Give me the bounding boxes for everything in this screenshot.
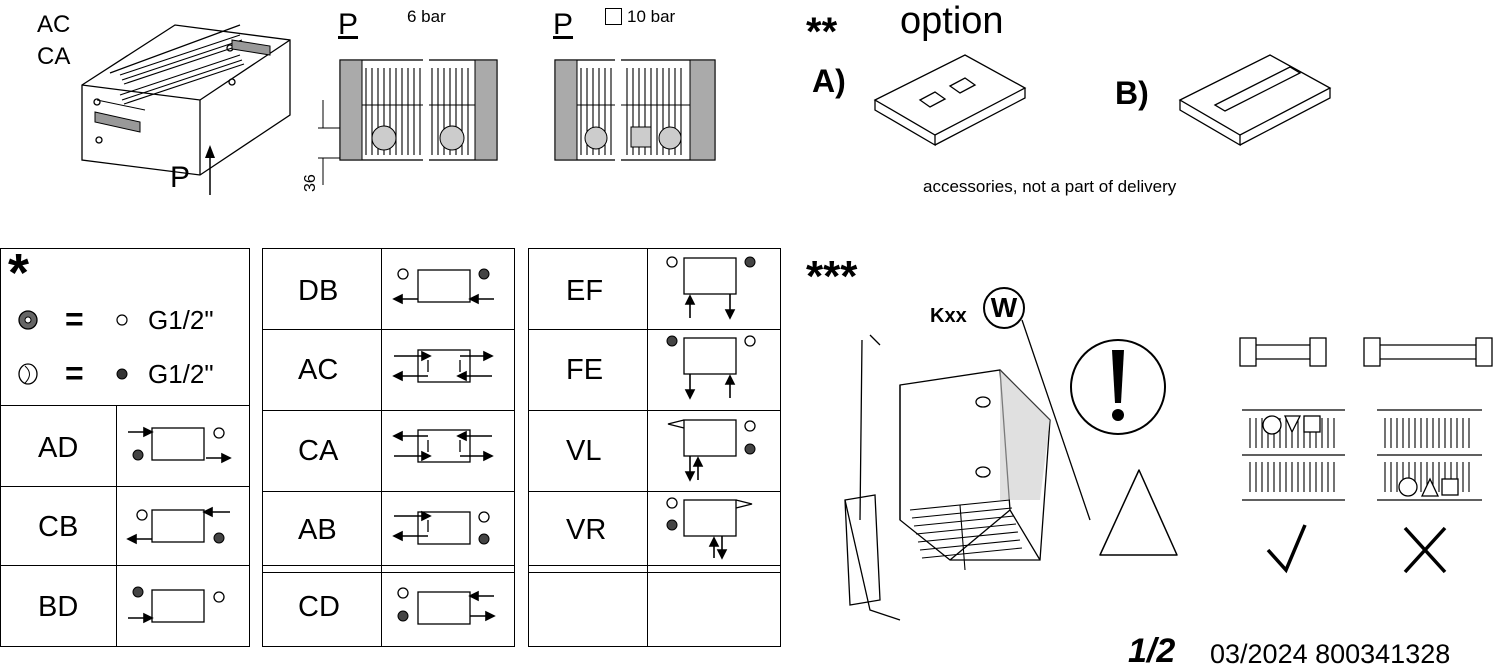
page-number: 1/2 <box>1128 632 1176 670</box>
bar-10-label: 10 bar <box>627 7 676 26</box>
code-db: DB <box>298 275 339 307</box>
code-ef: EF <box>566 275 604 307</box>
connection-diagram-cell <box>647 565 781 647</box>
legend-icons <box>18 310 128 385</box>
cross-section-10bar <box>554 50 716 170</box>
legend-eq-2: = <box>65 355 84 391</box>
option-title: option <box>900 0 1004 42</box>
pressure-arrow-label: P <box>170 161 191 194</box>
table3-connection-symbols <box>666 256 756 560</box>
legend-filled-label: G1/2" <box>148 359 214 389</box>
code-ad: AD <box>38 432 79 464</box>
code-vl: VL <box>566 435 602 467</box>
check-icon <box>1266 524 1307 574</box>
legend-open-label: G1/2" <box>148 305 214 335</box>
connection-diagram-cell <box>381 491 515 573</box>
table1-connection-symbols <box>126 426 232 624</box>
code-bd: BD <box>38 591 79 623</box>
code-ac: AC <box>298 354 339 386</box>
connection-label-ca: CA <box>37 43 71 70</box>
table2-connection-symbols <box>392 268 496 625</box>
code-vr: VR <box>566 514 607 546</box>
correct-vs-wrong-drawing <box>1239 337 1493 501</box>
option-b-label: B) <box>1115 75 1149 111</box>
code-ca: CA <box>298 435 339 467</box>
warning-exclamation-icon <box>1070 339 1178 556</box>
accessory-note: accessories, not a part of delivery <box>923 177 1177 196</box>
connection-diagram-cell <box>381 565 515 647</box>
connection-label-ac: AC <box>37 11 71 38</box>
badge-prefix: Kxx <box>930 305 967 327</box>
legend-eq-1: = <box>65 301 84 337</box>
bar-6-label: 6 bar <box>407 7 446 26</box>
convector-3d-drawing <box>81 24 291 195</box>
connection-diagram-cell <box>116 565 250 647</box>
cross-icon <box>1403 526 1447 574</box>
code-fe: FE <box>566 354 604 386</box>
legend-star: * <box>8 243 30 303</box>
code-cd: CD <box>298 591 340 623</box>
w-badge-icon: W <box>983 287 1025 329</box>
accessory-b-drawing <box>1178 54 1332 147</box>
cross-section-6bar <box>318 50 498 185</box>
connection-diagram-cell <box>647 491 781 573</box>
option-stars: ** <box>806 10 838 54</box>
installation-drawing <box>844 319 1091 621</box>
checkbox-icon <box>605 8 622 25</box>
code-ab: AB <box>298 514 337 546</box>
install-stars: *** <box>806 252 858 301</box>
pressure-symbol-10: P <box>553 8 574 41</box>
code-cb: CB <box>38 511 79 543</box>
pressure-symbol-6: P <box>338 8 359 41</box>
accessory-a-drawing <box>873 54 1027 147</box>
document-code: 03/2024 800341328 <box>1210 639 1451 669</box>
option-a-label: A) <box>812 63 846 99</box>
